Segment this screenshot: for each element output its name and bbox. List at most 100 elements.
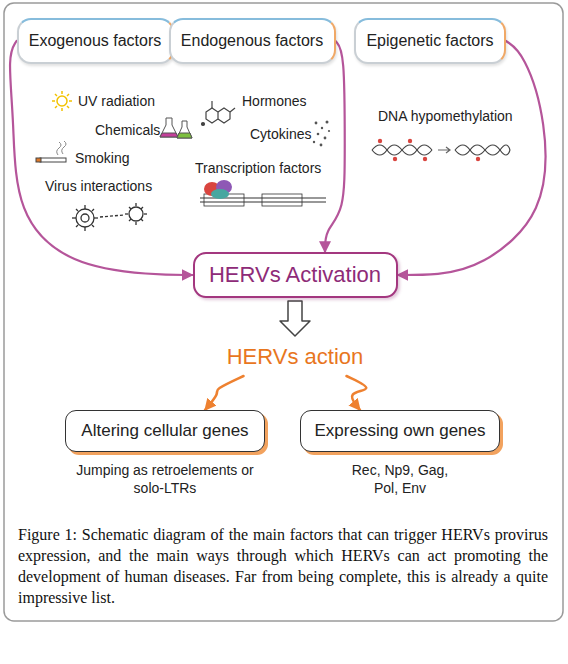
curved-arrow bbox=[325, 41, 345, 252]
node-text: Expressing own genes bbox=[314, 421, 485, 441]
cytokine-dots-part bbox=[324, 137, 327, 140]
sun-icon-part bbox=[67, 94, 69, 96]
virus-icon-part bbox=[129, 207, 143, 221]
dna-methylation-strands-part bbox=[423, 157, 427, 161]
sun-icon-part bbox=[61, 91, 63, 94]
factor-label: Chemicals bbox=[95, 122, 160, 140]
cytokine-dots-part bbox=[317, 133, 320, 136]
cytokine-dots-part bbox=[328, 130, 330, 132]
factor-label: Transcription factors bbox=[195, 160, 321, 178]
dna-methylation-strands-part bbox=[372, 145, 432, 155]
sun-icon-part bbox=[69, 100, 72, 102]
virus-icon-part bbox=[135, 222, 136, 225]
virus-icon-part bbox=[129, 207, 131, 209]
node-text: Epigenetic factors bbox=[366, 32, 493, 50]
cytokine-dots-part bbox=[321, 127, 323, 129]
virus-icon-part bbox=[94, 217, 98, 218]
dna-methylation-strands-part bbox=[393, 157, 397, 161]
node-text: HERVs action bbox=[227, 344, 364, 370]
cytokine-dots-part bbox=[320, 144, 323, 147]
sun-icon-part bbox=[55, 106, 57, 108]
dna-methylation-strands-part bbox=[455, 145, 510, 155]
node-text: HERVs Activation bbox=[209, 262, 381, 288]
virus-icon-part bbox=[76, 225, 78, 227]
virus-icon-part bbox=[100, 215, 124, 217]
virus-icon-part bbox=[141, 207, 143, 209]
flask-icon-part bbox=[160, 118, 178, 137]
node-text: Altering cellular genes bbox=[81, 421, 248, 441]
virus-icon-part bbox=[76, 209, 94, 227]
figure-frame-part bbox=[4, 3, 563, 621]
virus-icon-part bbox=[84, 227, 85, 231]
factor-box: Epigenetic factors bbox=[354, 18, 506, 64]
activation-box: HERVs Activation bbox=[193, 252, 398, 298]
cigarette-icon-part bbox=[57, 141, 66, 155]
outcome-box: Expressing own genes bbox=[300, 410, 500, 452]
sun-icon bbox=[52, 91, 72, 111]
dna-methylation-strands-part bbox=[372, 145, 432, 155]
transcription-dna-strip-part bbox=[211, 189, 229, 199]
dna-methylation-strands bbox=[372, 139, 510, 161]
hormone-molecule-icon-part bbox=[206, 108, 218, 123]
virus-icon-part bbox=[125, 213, 128, 214]
sun-icon-part bbox=[52, 100, 55, 102]
factor-label: DNA hypomethylation bbox=[378, 108, 513, 126]
flask-icon-part bbox=[160, 133, 178, 137]
factor-label: UV radiation bbox=[78, 93, 155, 111]
virus-icon-part bbox=[141, 219, 143, 221]
cigarette-icon-part bbox=[40, 158, 66, 162]
transcription-dna-strip bbox=[200, 180, 326, 206]
curved-arrow bbox=[398, 41, 546, 275]
virus-icon-part bbox=[135, 203, 136, 206]
action-heading: HERVs action bbox=[219, 338, 372, 376]
factor-label: Smoking bbox=[75, 150, 129, 168]
flask-icon-part bbox=[177, 121, 192, 138]
sun-icon-part bbox=[55, 94, 57, 96]
figure-frame bbox=[4, 3, 563, 621]
curved-arrow bbox=[205, 376, 244, 410]
factor-label: Cytokines bbox=[250, 126, 311, 144]
figure-caption: Figure 1: Schematic diagram of the main … bbox=[18, 524, 548, 608]
virus-icon-part bbox=[129, 219, 131, 221]
factor-label: Virus interactions bbox=[45, 178, 152, 196]
cytokine-dots-part bbox=[313, 141, 315, 143]
cigarette-icon-part bbox=[36, 158, 41, 162]
virus-icon-part bbox=[92, 209, 94, 211]
outcome-box: Altering cellular genes bbox=[65, 410, 265, 452]
factor-label: Hormones bbox=[242, 93, 307, 111]
dna-methylation-strands-part bbox=[378, 139, 382, 143]
cytokine-dots-part bbox=[315, 122, 318, 125]
curved-arrow bbox=[10, 41, 192, 275]
node-text: Exogenous factors bbox=[29, 32, 162, 50]
flask-icon bbox=[160, 118, 192, 138]
sun-icon-part bbox=[67, 106, 69, 108]
virus-icon-part bbox=[92, 225, 94, 227]
factor-box: Exogenous factors bbox=[17, 18, 174, 64]
virus-icon-part bbox=[76, 209, 78, 211]
hormone-molecule-icon-part bbox=[202, 123, 205, 126]
cytokine-dots bbox=[313, 121, 330, 147]
cytokine-dots-part bbox=[326, 121, 329, 124]
dna-methylation-strands-part bbox=[408, 139, 412, 143]
virus-icon-part bbox=[84, 205, 85, 209]
virus-icon-part bbox=[81, 214, 89, 222]
transcription-dna-strip-part bbox=[262, 194, 302, 206]
flask-icon-part bbox=[177, 133, 192, 138]
hormone-molecule-icon-part bbox=[230, 108, 235, 112]
gene-list-note: Rec, Np9, Gag, Pol, Env bbox=[350, 462, 450, 497]
virus-icon bbox=[72, 203, 147, 231]
dna-methylation-strands-part bbox=[438, 147, 450, 153]
virus-icon-part bbox=[72, 217, 76, 218]
hormone-molecule-icon-part bbox=[218, 108, 230, 123]
mechanism-note: Jumping as retroelements or solo-LTRs bbox=[70, 462, 260, 497]
block-arrow bbox=[280, 301, 310, 336]
sun-icon-part bbox=[61, 108, 63, 111]
dna-methylation-strands-part bbox=[455, 145, 510, 155]
transcription-dna-strip-part bbox=[200, 201, 326, 202]
dna-methylation-strands-part bbox=[476, 157, 480, 161]
node-text: Endogenous factors bbox=[181, 32, 323, 50]
sun-icon-part bbox=[57, 96, 67, 106]
cigarette-icon bbox=[36, 141, 66, 162]
factor-box: Endogenous factors bbox=[169, 18, 336, 64]
